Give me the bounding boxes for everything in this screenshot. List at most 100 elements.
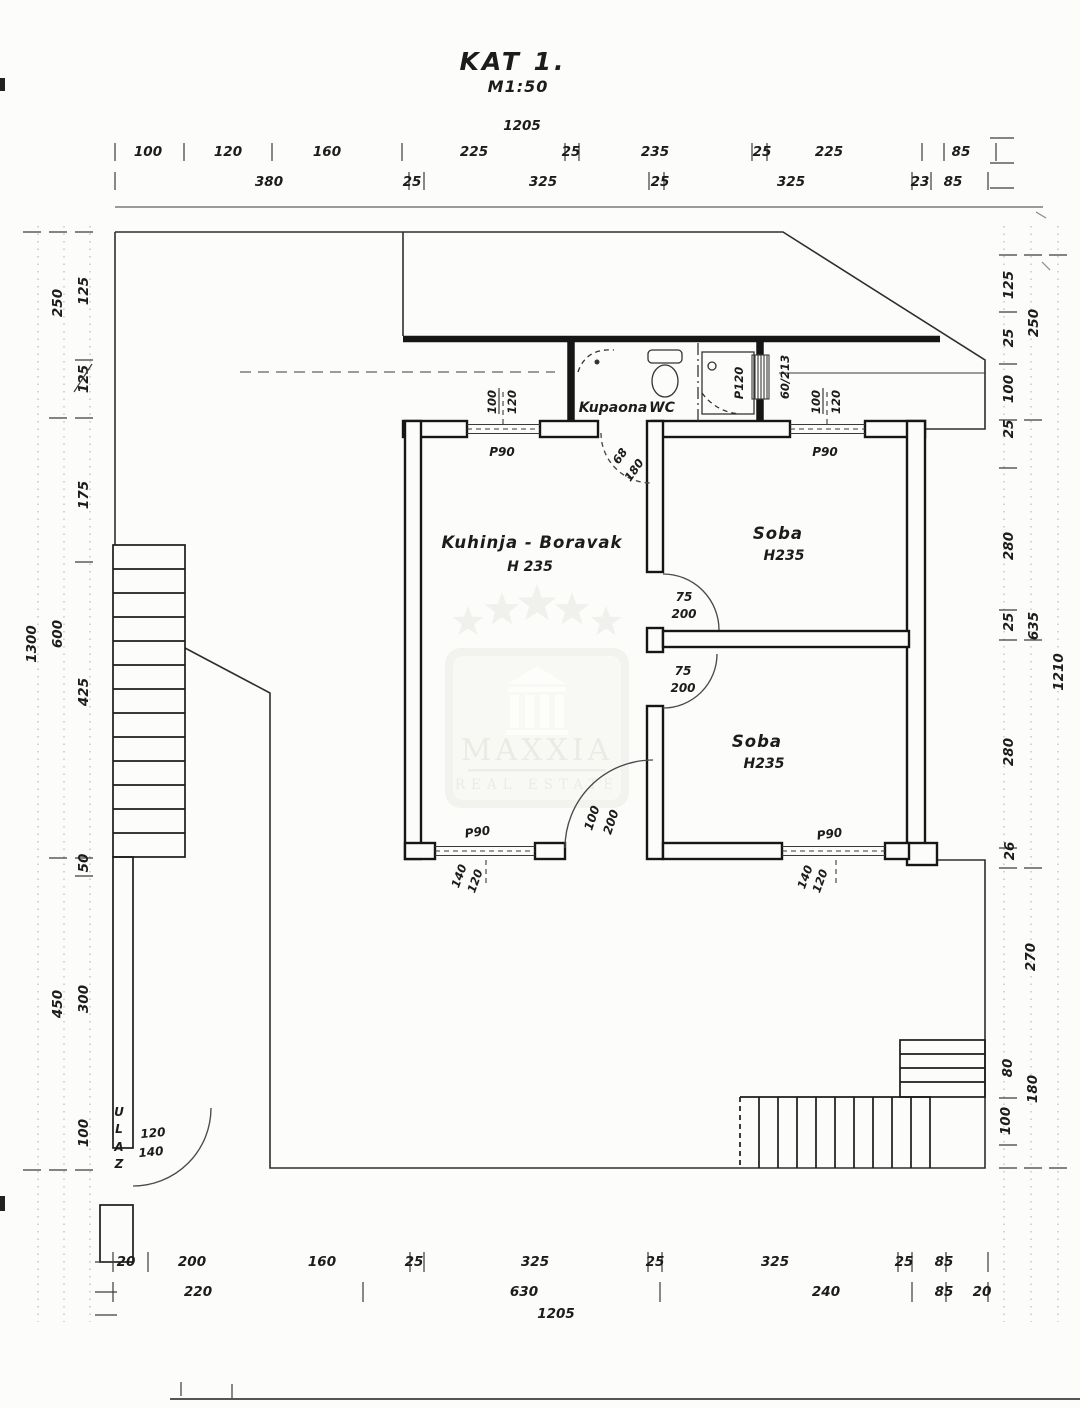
bedroom1-door-arc	[662, 573, 720, 631]
window-size: 120	[505, 390, 519, 414]
dim-left-struck: 125	[76, 365, 92, 393]
plan-scale: M1:50	[488, 77, 549, 96]
partition-wall	[645, 419, 665, 574]
window-label: P90	[812, 445, 838, 459]
dimensions-bottom: 20 200 160 25 325 25 325 25 85 220 630 2…	[117, 1254, 992, 1322]
room-height-bedroom2: H235	[744, 756, 785, 772]
dim-bottom: 85	[935, 1284, 954, 1300]
watermark-stars	[452, 583, 622, 636]
dim-right: 25	[1001, 329, 1017, 348]
west-wall	[403, 419, 423, 861]
scan-edge-marks	[0, 78, 1080, 1400]
dim-left: 50	[76, 854, 92, 873]
watermark-logo: MAXXIA REAL ESTATE	[445, 583, 629, 808]
dim-right: 25	[1001, 613, 1017, 632]
dim-left: 1300	[24, 625, 40, 663]
washbasin	[577, 349, 615, 373]
dim-bottom: 240	[812, 1284, 840, 1300]
dim-bottom-overall: 1205	[537, 1306, 575, 1322]
window-label: P90	[489, 445, 515, 459]
dim-left: 600	[50, 620, 66, 648]
dim-top: 160	[313, 144, 341, 160]
dim-right: 125	[1001, 271, 1017, 299]
window-bottom-left	[435, 845, 535, 886]
washbasin-drain	[594, 359, 600, 365]
door-size: 200	[671, 607, 696, 621]
window-bottom-right	[782, 845, 885, 886]
dim-bottom: 325	[761, 1254, 789, 1270]
dim-top: 225	[460, 144, 488, 160]
dim-top: 325	[529, 174, 557, 190]
dim-top: 225	[815, 144, 843, 160]
room-label-living: Kuhinja - Boravak	[442, 533, 623, 552]
dim-top: 380	[255, 174, 283, 190]
bedroom-divider-wall	[661, 629, 911, 649]
site-outline	[114, 231, 986, 1169]
dim-top: 235	[641, 144, 669, 160]
window-size: 100	[485, 390, 499, 414]
entrance-letter: L	[115, 1122, 123, 1136]
room-height-bedroom1: H235	[764, 548, 805, 564]
window-label: P90	[464, 823, 491, 840]
entrance-letter: U	[114, 1105, 124, 1119]
window-size: 120	[829, 390, 843, 414]
dim-top: 100	[134, 144, 162, 160]
dimensions-left: 125 125 175 425 50 300 100 250 600 450 1…	[24, 277, 93, 1147]
dim-left: 125	[76, 277, 92, 305]
watermark-underline	[468, 769, 606, 772]
entrance-door-arc	[132, 1107, 212, 1187]
entrance-door-size: 140	[138, 1144, 164, 1160]
door-size: 75	[675, 664, 692, 678]
bathroom-fixtures	[577, 343, 755, 425]
room-height-living: H 235	[507, 559, 553, 575]
dim-top-overall: 1205	[503, 118, 541, 134]
dimensions-right: 125 25 100 25 280 25 280 26 270 80 100 2…	[998, 271, 1067, 1135]
shower-tray	[701, 351, 755, 415]
toilet-bowl	[651, 364, 679, 398]
dim-right: 1210	[1051, 653, 1067, 691]
bath-window-label: P120	[732, 367, 746, 399]
watermark-name: MAXXIA	[461, 733, 614, 768]
bath-door-arc	[600, 432, 652, 484]
dim-bottom: 325	[521, 1254, 549, 1270]
shower-curtain-arc	[701, 392, 741, 415]
dim-right: 26	[1002, 842, 1018, 861]
dim-top: 25	[403, 174, 422, 190]
dim-bottom: 630	[510, 1284, 538, 1300]
dim-bottom: 20	[117, 1254, 136, 1270]
room-label-bathroom: Kupaona	[579, 400, 648, 416]
balcony-door-arc	[564, 759, 654, 849]
dim-left: 450	[50, 990, 66, 1019]
room-label-bedroom2: Soba	[732, 732, 782, 751]
dim-right: 100	[1001, 375, 1017, 403]
dim-top: 23	[911, 174, 930, 190]
dim-bottom: 25	[405, 1254, 424, 1270]
shower-drain	[707, 361, 717, 371]
dim-right: 80	[1000, 1059, 1016, 1078]
entrance-letter: Z	[114, 1157, 124, 1171]
door-size: 75	[676, 590, 693, 604]
dim-top: 25	[562, 144, 581, 160]
dim-left: 425	[76, 678, 92, 707]
dim-right: 280	[1001, 532, 1017, 560]
dim-top: 120	[214, 144, 242, 160]
strike-mark	[73, 363, 93, 393]
bedroom2-door-arc	[662, 653, 718, 709]
window-label: P90	[816, 825, 843, 842]
bath-glassblock-window	[751, 354, 770, 400]
dim-right: 280	[1001, 738, 1017, 766]
temple-icon	[506, 666, 568, 735]
room-label-bedroom1: Soba	[753, 524, 803, 543]
dim-right: 250	[1026, 309, 1042, 337]
door-size: 200	[670, 681, 695, 695]
dim-right: 100	[998, 1107, 1014, 1135]
toilet-tank	[647, 349, 683, 364]
dim-left: 175	[76, 481, 92, 509]
dim-bottom: 20	[973, 1284, 992, 1300]
dim-bottom: 160	[308, 1254, 336, 1270]
watermark-tagline: REAL ESTATE	[455, 777, 619, 793]
dim-bottom: 25	[646, 1254, 665, 1270]
dim-right: 25	[1001, 420, 1017, 439]
walls	[401, 335, 940, 867]
